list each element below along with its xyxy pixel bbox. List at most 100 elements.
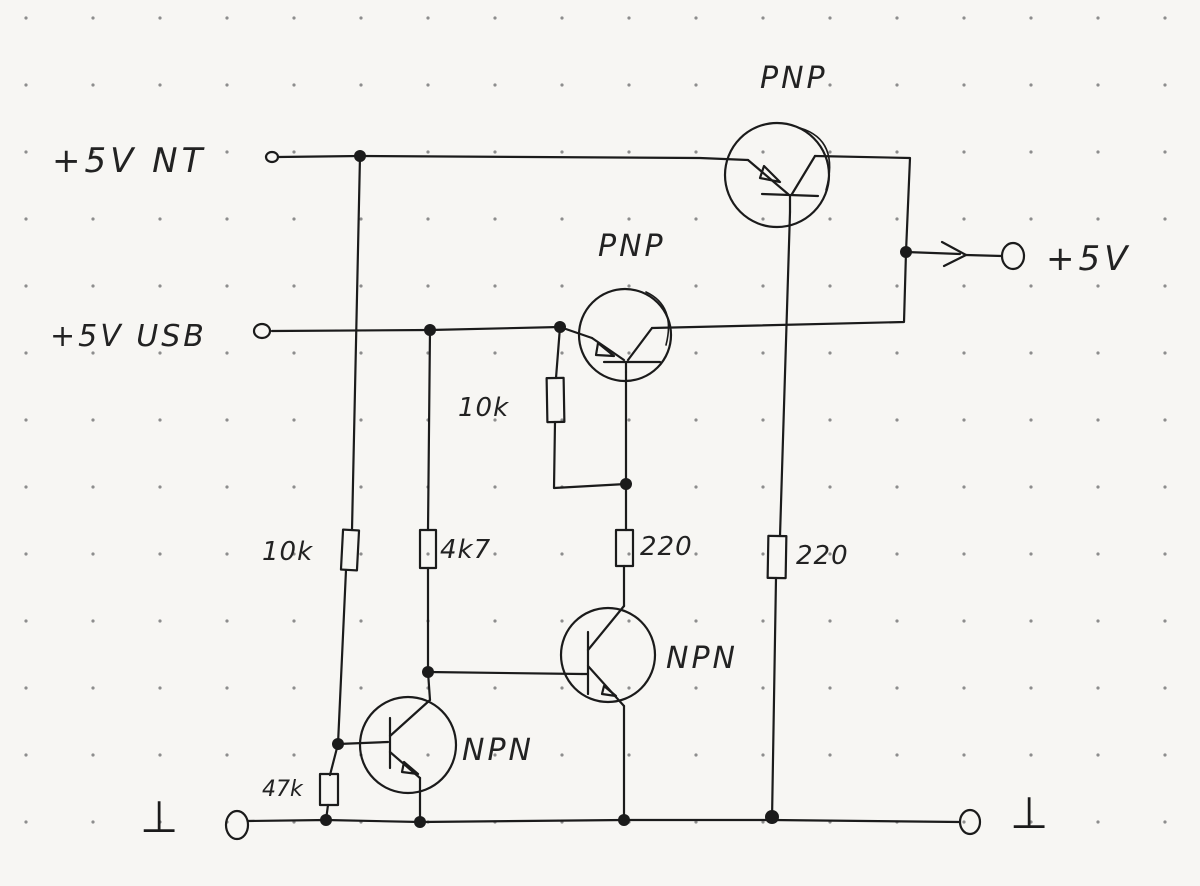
grid-dot [694,820,698,824]
grid-dot [694,619,698,623]
transistor-mid-emitter [590,336,626,362]
grid-dot [1029,418,1033,422]
transistor-lower-emitter [586,664,626,708]
transistor-top-body-overdraw [799,127,831,191]
grid-dot [694,552,698,556]
transistor-top-pnp [723,121,831,229]
grid-dot [560,284,564,288]
grid-dot [292,150,296,154]
grid-dot [1029,351,1033,355]
label-r-47k: 47k [262,777,304,802]
grid-dot [292,284,296,288]
label-r-4k7: 4k7 [440,535,491,565]
terminal-gnd-right [958,808,982,836]
wire-right-column [650,250,908,330]
grid-dot [292,485,296,489]
grid-dot [694,217,698,221]
transistor-bottom-arrow [400,760,420,776]
grid-dot [828,16,832,20]
grid-dot [761,485,765,489]
grid-dot [158,418,162,422]
wire-npn-base-link [426,670,584,676]
grid-dot [225,217,229,221]
grid-dot [359,485,363,489]
label-gnd-left: ⊥ [140,792,178,843]
grid-dot [359,686,363,690]
grid-dot [158,351,162,355]
grid-dot [828,284,832,288]
grid-dot [1029,485,1033,489]
grid-dot [962,217,966,221]
junctions [320,150,912,828]
grid-dot [493,619,497,623]
grid-dot [91,753,95,757]
grid-dot [359,83,363,87]
grid-dot [359,351,363,355]
wire-left-column [350,154,362,532]
grid-dot [91,552,95,556]
grid-dot [962,284,966,288]
grid-dot [895,217,899,221]
grid-dot [493,284,497,288]
transistor-mid-collector [626,326,654,362]
transistor-bottom-collector [388,698,432,738]
grid-dot [828,619,832,623]
junction-gnd-lower [414,816,426,828]
grid-dot [24,284,28,288]
grid-dot [426,83,430,87]
grid-dot [1163,284,1167,288]
label-q-mid: PNP [598,229,666,264]
grid-dot [24,16,28,20]
grid-dot [359,418,363,422]
grid-dot [493,351,497,355]
grid-dot [24,485,28,489]
label-r-220-a: 220 [640,532,693,562]
grid-dot [426,150,430,154]
terminal-usb [252,322,272,340]
grid-dot [694,351,698,355]
grid-dot [359,284,363,288]
grid-dot [493,16,497,20]
junction-usb-4k7 [424,324,436,336]
grid-dot [560,83,564,87]
grid-dot [895,16,899,20]
grid-dot [1029,284,1033,288]
grid-dot [828,351,832,355]
grid-dot [91,83,95,87]
grid-dot [962,619,966,623]
wire-10k-base-top [554,325,562,380]
grid-dot [560,150,564,154]
grid-dot [1029,16,1033,20]
transistor-lower-collector [586,604,626,652]
grid-dot [1163,150,1167,154]
dot-grid [24,16,1167,824]
grid-dot [359,552,363,556]
transistor-mid-pnp [577,287,673,383]
grid-dot [895,619,899,623]
resistor-10k-left [339,528,361,572]
junction-gnd-top [765,810,779,824]
grid-dot [225,351,229,355]
transistor-lower-arrow [600,684,618,698]
grid-dot [962,686,966,690]
grid-dot [493,485,497,489]
grid-dot [895,284,899,288]
grid-dot [1096,485,1100,489]
grid-dot [1163,485,1167,489]
grid-dot [1096,418,1100,422]
grid-dot [292,753,296,757]
transistor-top-arrow [758,164,782,184]
grid-dot [627,351,631,355]
junction-output [900,246,912,258]
grid-dot [1163,552,1167,556]
grid-dot [225,686,229,690]
grid-dot [962,418,966,422]
transistor-top-collector [790,154,817,196]
grid-dot [1096,83,1100,87]
grid-dot [895,753,899,757]
transistor-lower-body [559,606,657,704]
grid-dot [694,418,698,422]
label-r-left: 10k [262,537,313,567]
terminal-nt [264,150,280,164]
grid-dot [359,619,363,623]
